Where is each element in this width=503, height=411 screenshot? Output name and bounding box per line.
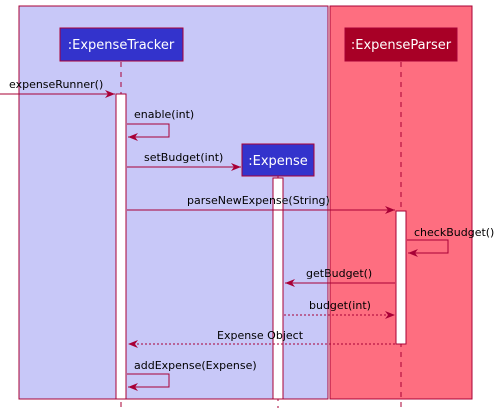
participant-expense-parser: :ExpenseParser bbox=[344, 27, 458, 62]
message-parse-new-expense: parseNewExpense(String) bbox=[127, 194, 395, 214]
message-budget: budget(int) bbox=[284, 299, 395, 319]
message-expense-runner-label: expenseRunner() bbox=[9, 78, 103, 91]
participant-expense-tracker-label: :ExpenseTracker bbox=[68, 38, 175, 53]
participant-expense-label: :Expense bbox=[248, 154, 308, 169]
message-get-budget-label: getBudget() bbox=[306, 267, 372, 280]
message-get-budget: getBudget() bbox=[285, 267, 395, 287]
participant-expense-tracker: :ExpenseTracker bbox=[59, 27, 184, 62]
expense-activation-bar bbox=[272, 177, 284, 400]
message-enable: enable(int) bbox=[127, 108, 194, 141]
message-expense-runner: expenseRunner() bbox=[0, 78, 115, 98]
message-set-budget: setBudget(int) bbox=[127, 151, 241, 171]
message-check-budget-label: checkBudget() bbox=[414, 226, 494, 239]
message-expense-object: Expense Object bbox=[128, 329, 395, 348]
tracker-activation-bar bbox=[115, 93, 127, 400]
participant-expense-parser-label: :ExpenseParser bbox=[351, 38, 452, 53]
message-check-budget: checkBudget() bbox=[407, 226, 494, 257]
message-set-budget-label: setBudget(int) bbox=[144, 151, 223, 164]
message-enable-label: enable(int) bbox=[134, 108, 194, 121]
message-add-expense: addExpense(Expense) bbox=[127, 359, 257, 391]
participant-expense: :Expense bbox=[241, 143, 315, 177]
message-add-expense-label: addExpense(Expense) bbox=[134, 359, 257, 372]
message-budget-label: budget(int) bbox=[309, 299, 371, 312]
parser-activation-bar bbox=[395, 210, 407, 345]
message-parse-new-expense-label: parseNewExpense(String) bbox=[187, 194, 330, 207]
message-expense-object-label: Expense Object bbox=[217, 329, 304, 342]
